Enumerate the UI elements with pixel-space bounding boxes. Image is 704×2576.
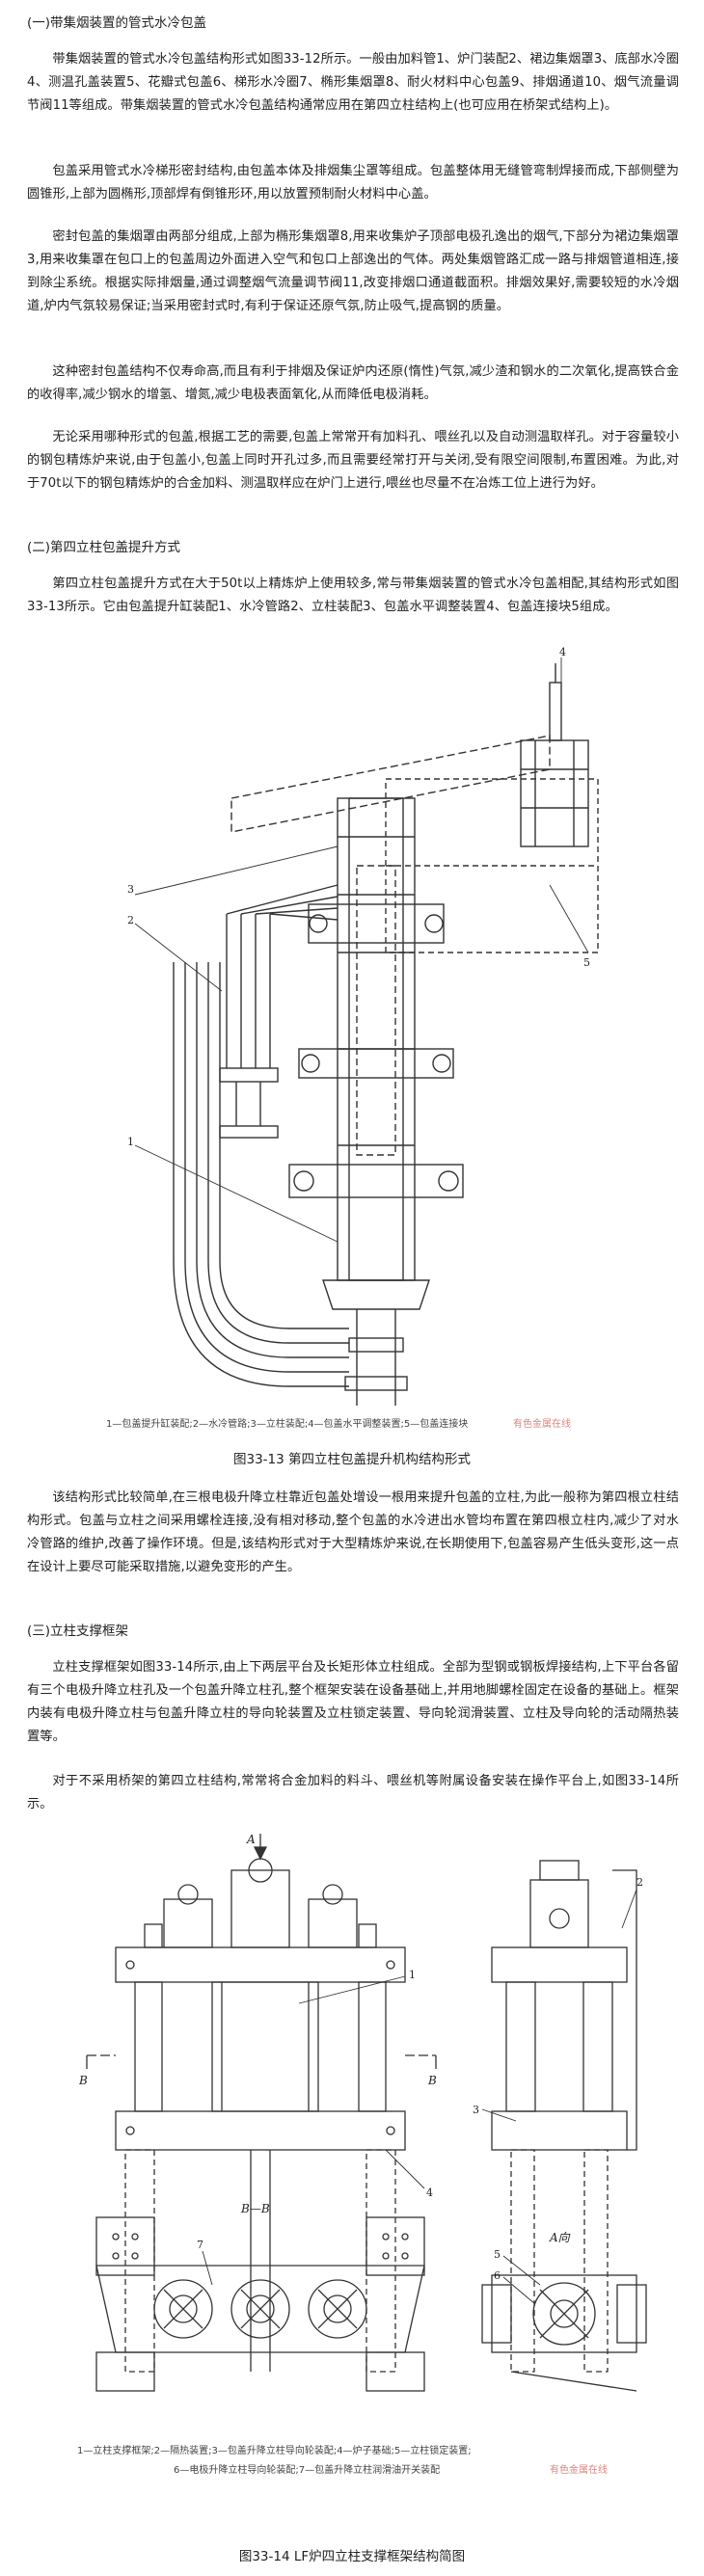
paragraph: 无论采用哪种形式的包盖,根据工艺的需要,包盖上常常开有加料孔、喂丝孔以及自动测温… [27,430,679,491]
paragraph: 密封包盖的集烟罩由两部分组成,上部为椭形集烟罩8,用来收集炉子顶部电极孔逸出的烟… [27,229,679,313]
view-label: A向 [549,2231,571,2244]
figure-label: 2 [636,1876,643,1889]
paragraph: 立柱支撑框架如图33-14所示,由上下两层平台及长矩形体立柱组成。全部为型钢或钢… [27,1660,679,1744]
figure-label: 6 [494,2269,501,2282]
paragraph: 该结构形式比较简单,在三根电极升降立柱靠近包盖处增设一根用来提升包盖的立柱,为此… [27,1490,679,1574]
figure-label: 4 [426,2187,433,2199]
paragraph: 带集烟装置的管式水冷包盖结构形式如图33-12所示。一般由加料管1、炉门装配2、… [27,52,679,113]
view-label: A [246,1833,256,1846]
figure-legend-line-2: 6—电极升降立柱导向轮装配;7—包盖升降立柱润滑油开关装配 [174,2463,440,2476]
figure-label: 5 [583,956,590,969]
figure-33-14-diagram: A B B B—B A向 1 2 3 4 5 6 7 1—立柱支撑框架;2—隔热… [77,1833,647,2476]
section-heading-3: (三)立柱支撑框架 [27,1623,129,1639]
figure-label: 2 [127,914,134,926]
figure-label: 4 [559,646,566,658]
figure-legend-line-1: 1—立柱支撑框架;2—隔热装置;3—包盖升降立柱导向轮装配;4—炉子基础;5—立… [77,2444,472,2456]
watermark: 有色金属在线 [550,2463,608,2476]
paragraph: 第四立柱包盖提升方式在大于50t以上精炼炉上使用较多,常与带集烟装置的管式水冷包… [27,577,679,614]
figure-caption: 图33-13 第四立柱包盖提升机构结构形式 [232,1452,472,1467]
figure-33-13-diagram: 3 2 1 4 5 1—包盖提升缸装配;2—水冷管路;3—立柱装配;4—包盖水平… [106,646,599,1430]
paragraph: 对于不采用桥架的第四立柱结构,常常将合金加料的料斗、喂丝机等附属设备安装在操作平… [27,1774,679,1811]
figure-label: 5 [494,2248,501,2261]
figure-legend: 1—包盖提升缸装配;2—水冷管路;3—立柱装配;4—包盖水平调整装置;5—包盖连… [106,1417,468,1430]
figure-label: 3 [127,883,134,896]
section-heading-1: (一)带集烟装置的管式水冷包盖 [27,15,207,31]
view-label: B [427,2074,437,2087]
section-heading-2: (二)第四立柱包盖提升方式 [27,540,181,555]
view-label: B [78,2074,88,2087]
paragraph: 包盖采用管式水冷梯形密封结构,由包盖本体及排烟集尘罩等组成。包盖整体用无缝管弯制… [27,164,679,201]
figure-label: 1 [127,1136,134,1148]
figure-caption: 图33-14 LF炉四立柱支撑框架结构简图 [238,2549,466,2564]
watermark: 有色金属在线 [513,1417,571,1430]
figure-label: 3 [473,2104,479,2116]
view-label: B—B [240,2202,270,2215]
figure-label: 1 [409,1969,416,1981]
figure-label: 7 [197,2239,203,2251]
paragraph: 这种密封包盖结构不仅寿命高,而且有利于排烟及保证炉内还原(惰性)气氛,减少渣和钢… [27,364,679,402]
